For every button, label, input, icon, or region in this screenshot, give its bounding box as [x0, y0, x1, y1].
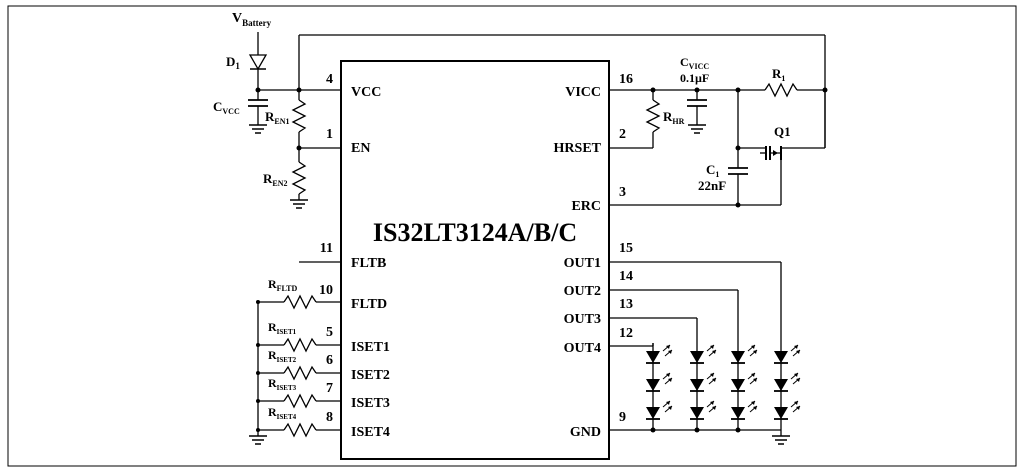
led-string-4	[773, 343, 801, 430]
resistor-icon	[764, 82, 798, 98]
r1-label: R1	[772, 66, 785, 83]
pin-num-15: 15	[619, 241, 633, 256]
led-icon	[773, 372, 801, 392]
pin-name-out2: OUT2	[564, 284, 601, 299]
pin-name-en: EN	[351, 141, 370, 156]
led-string-2	[689, 343, 717, 430]
ground-icon	[248, 435, 268, 445]
pin-name-iset2: ISET2	[351, 368, 390, 383]
pin-name-iset3: ISET3	[351, 396, 390, 411]
pin-name-vcc: VCC	[351, 85, 381, 100]
ren2-label: REN2	[263, 171, 288, 188]
riset3-label: RISET3	[268, 376, 297, 392]
mosfet-icon	[738, 146, 825, 205]
pin-num-9: 9	[619, 410, 626, 425]
pin-name-out1: OUT1	[564, 256, 601, 271]
resistor-icon	[283, 294, 317, 310]
pin-num-12: 12	[619, 326, 633, 341]
ground-icon	[248, 124, 268, 134]
ren1-label: REN1	[265, 109, 290, 126]
pin-num-4: 4	[326, 72, 333, 87]
vbattery-label: VBattery	[232, 11, 272, 28]
led-icon	[689, 400, 717, 420]
rhr-label: RHR	[663, 109, 685, 126]
led-icon	[730, 344, 758, 364]
figure-frame	[7, 5, 1017, 467]
led-icon	[730, 372, 758, 392]
pin-num-16: 16	[619, 72, 633, 87]
led-icon	[645, 400, 673, 420]
resistor-icon	[645, 99, 661, 133]
diode-icon	[248, 54, 268, 71]
pin-num-8: 8	[326, 410, 333, 425]
resistor-icon	[291, 161, 307, 195]
pin-num-10: 10	[319, 283, 333, 298]
ic-name: IS32LT3124A/B/C	[373, 218, 577, 247]
ground-icon	[771, 435, 791, 445]
led-icon	[645, 344, 673, 364]
led-icon	[773, 400, 801, 420]
led-icon	[689, 372, 717, 392]
riset1-label: RISET1	[268, 320, 297, 336]
resistor-icon	[283, 422, 317, 438]
capacitor-icon	[248, 99, 268, 107]
pin-name-vicc: VICC	[565, 85, 601, 100]
led-string-3	[730, 343, 758, 430]
led-icon	[645, 372, 673, 392]
rfltd-label: RFLTD	[268, 277, 297, 293]
pin-name-hrset: HRSET	[554, 141, 602, 156]
cvcc-label: CVCC	[213, 99, 240, 116]
pin-name-out3: OUT3	[564, 312, 601, 327]
q1-label: Q1	[774, 124, 791, 139]
led-string-1	[645, 343, 673, 430]
led-icon	[730, 400, 758, 420]
pin-num-3: 3	[619, 185, 626, 200]
c1-label: C1	[706, 162, 719, 179]
led-icon	[689, 344, 717, 364]
resistor-icon	[291, 99, 307, 133]
resistor-icon	[283, 393, 317, 409]
pin-name-iset4: ISET4	[351, 425, 390, 440]
ic-body	[340, 60, 610, 460]
riset4-label: RISET4	[268, 405, 297, 421]
pin-num-13: 13	[619, 297, 633, 312]
led-icon	[773, 344, 801, 364]
resistor-icon	[283, 365, 317, 381]
pin-name-fltd: FLTD	[351, 297, 387, 312]
pin-num-14: 14	[619, 269, 633, 284]
pin-name-iset1: ISET1	[351, 340, 390, 355]
pin-num-7: 7	[326, 381, 333, 396]
capacitor-icon	[687, 99, 707, 107]
resistor-icon	[283, 337, 317, 353]
pin-num-6: 6	[326, 353, 333, 368]
ground-icon	[687, 124, 707, 134]
pin-name-gnd: GND	[570, 425, 601, 440]
pin-num-2: 2	[619, 127, 626, 142]
cvicc-label: CVICC	[680, 55, 709, 71]
cvicc-value: 0.1µF	[680, 71, 709, 85]
ground-icon	[289, 199, 309, 209]
pin-num-11: 11	[320, 241, 333, 256]
d1-label: D1	[226, 54, 240, 71]
capacitor-icon	[728, 167, 748, 175]
pin-name-out4: OUT4	[564, 341, 601, 356]
pin-num-5: 5	[326, 325, 333, 340]
riset2-label: RISET2	[268, 348, 297, 364]
pin-name-fltb: FLTB	[351, 256, 386, 271]
c1-value: 22nF	[698, 178, 726, 193]
pin-name-erc: ERC	[571, 199, 601, 214]
pin-num-1: 1	[326, 127, 333, 142]
